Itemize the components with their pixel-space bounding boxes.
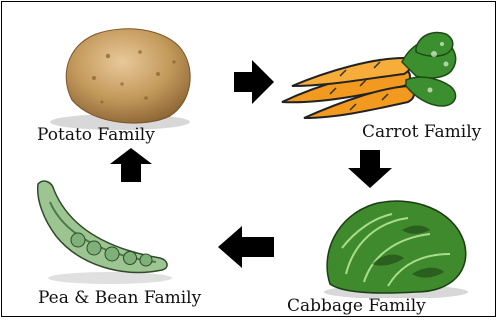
diagram-frame: Potato Family Carrot Family Cabbage Fami… bbox=[1, 1, 496, 317]
cabbage-icon bbox=[312, 194, 478, 298]
pea-bean-family-label: Pea & Bean Family bbox=[38, 288, 201, 308]
pea-pod-icon bbox=[28, 174, 178, 286]
potato-icon bbox=[38, 22, 200, 132]
arrow-down-icon bbox=[348, 150, 392, 188]
arrow-right-icon bbox=[234, 60, 274, 104]
cabbage-family-label: Cabbage Family bbox=[287, 296, 426, 316]
potato-family-label: Potato Family bbox=[37, 125, 155, 145]
arrow-up-icon bbox=[110, 148, 152, 182]
arrow-left-icon bbox=[218, 226, 274, 268]
carrot-family-label: Carrot Family bbox=[362, 122, 481, 142]
carrot-icon bbox=[270, 28, 470, 128]
